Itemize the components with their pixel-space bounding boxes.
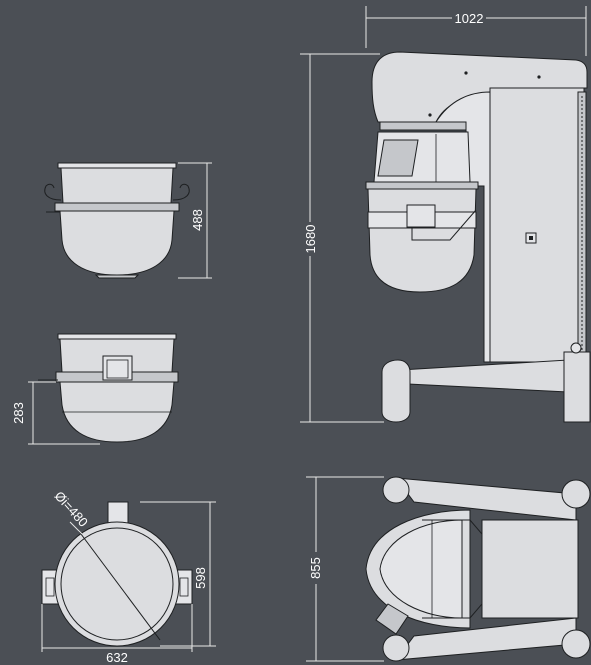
mixer-plan-wheel-front-right — [382, 634, 410, 662]
bowl-rim — [57, 162, 177, 169]
bowl3-handle-right-inner — [179, 577, 189, 597]
bowl3-handle-left-inner — [45, 577, 55, 597]
bowl-band — [54, 202, 180, 212]
bowl3-diameter-leader — [69, 521, 83, 535]
mixer-bowl-lift-arm — [411, 209, 477, 241]
bowl-side-view: 488 — [44, 162, 212, 279]
mixer-head-screw-3 — [428, 113, 432, 117]
dim-mixer-base-depth: 855 — [308, 557, 323, 579]
mixer-head-screw-1 — [464, 71, 468, 75]
mixer-plan-bracket — [422, 519, 483, 619]
dim-mixer-height: 1680 — [303, 225, 318, 254]
mixer-bowl-handle — [406, 204, 436, 228]
bowl2-rim — [57, 333, 177, 340]
dim-bowl-top-depth: 598 — [193, 567, 208, 589]
mixer-plan-wheel-rear-right — [561, 629, 591, 659]
dim-bowl-top-width: 632 — [106, 650, 128, 665]
mixer-head-screw-2 — [537, 75, 541, 79]
bowl-upper-wall — [60, 167, 174, 204]
bowl2-front-handle-inner — [106, 359, 129, 379]
mixer-control-switch-dot — [529, 236, 533, 240]
mixer-head — [371, 51, 588, 123]
mixer-tool-hub — [379, 121, 467, 131]
bowl3-inner-circle — [60, 527, 174, 641]
mixer-plan-handle — [375, 603, 409, 635]
mixer-guard-window — [377, 139, 419, 177]
mixer-plan-bowl — [379, 519, 463, 619]
mixer-side-view: 1022 1680 — [300, 6, 591, 423]
bowl3-diameter-line — [77, 529, 161, 641]
bowl3-back-tab — [107, 501, 129, 525]
bowl-handle-right — [172, 183, 190, 201]
dim-bowl-height: 488 — [190, 209, 205, 231]
mixer-column — [489, 81, 585, 363]
dim-bowl-handle-height: 283 — [11, 402, 26, 424]
bowl-handle-left — [44, 183, 62, 201]
bowl-front-view: 283 — [11, 333, 179, 445]
mixer-base-arm — [399, 359, 569, 393]
mixer-rear-foot — [563, 351, 591, 423]
bowl-top-view: Øi=480 598 632 — [41, 488, 216, 665]
mixer-plan-arm-bottom — [394, 617, 577, 661]
mixer-plan-wheel-rear-left — [561, 479, 591, 509]
bowl-foot — [94, 274, 140, 279]
mixer-rear-knob — [570, 342, 582, 354]
dim-mixer-width: 1022 — [455, 11, 484, 26]
bowl-lower — [59, 210, 175, 276]
bowl3-outer-circle — [54, 521, 180, 647]
mixer-bowl-support — [365, 181, 479, 190]
mixer-neck — [435, 91, 491, 363]
mixer-plan-arm-top — [394, 477, 577, 521]
mixer-plan-column — [481, 519, 579, 619]
mixer-top-view: 855 — [306, 476, 591, 662]
mixer-plan-wheel-front-left — [382, 476, 410, 504]
mixer-front-foot — [381, 359, 411, 423]
